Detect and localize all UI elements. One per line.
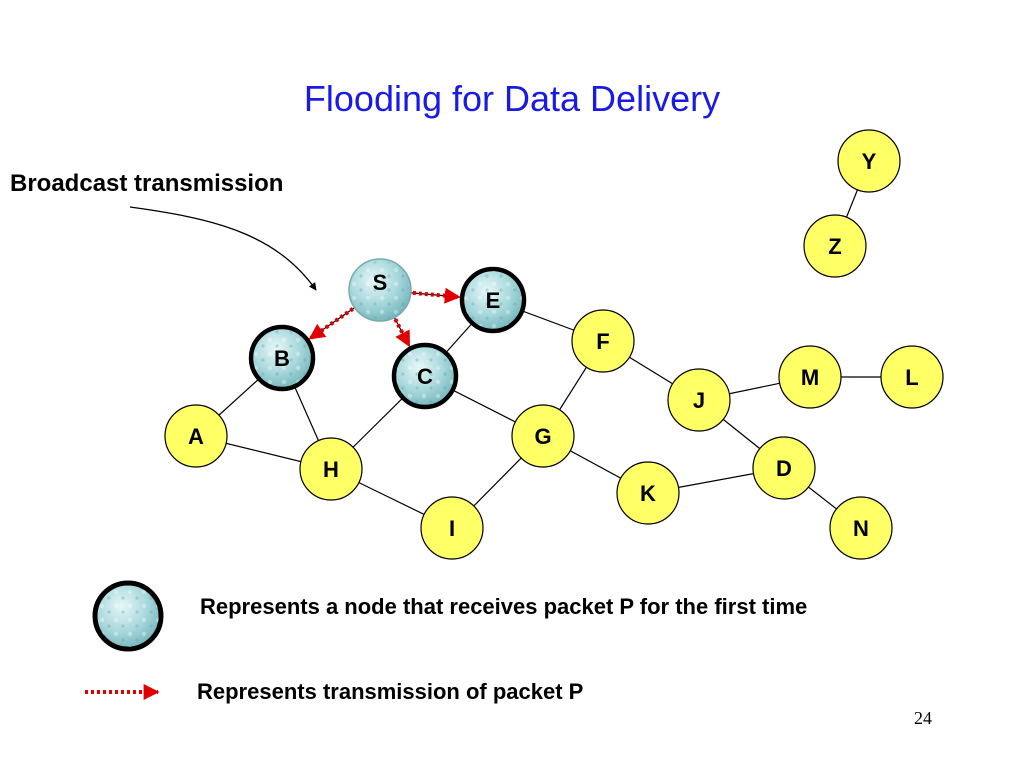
node-K: K <box>616 461 680 525</box>
node-label-Z: Z <box>828 234 841 259</box>
nodes-layer: S E B C A H I G F K J M L D N Y Z <box>164 129 944 560</box>
node-label-E: E <box>486 288 501 313</box>
node-label-Y: Y <box>862 149 877 174</box>
node-G: G <box>511 404 575 468</box>
node-Y: Y <box>837 129 901 193</box>
node-A: A <box>164 404 228 468</box>
legend-received-node-icon <box>92 580 164 652</box>
node-E: E <box>459 266 527 334</box>
transmission-S-E <box>412 287 461 304</box>
node-label-D: D <box>776 456 792 481</box>
node-C: C <box>391 342 459 410</box>
slide-number: 24 <box>914 708 932 728</box>
node-label-N: N <box>853 516 869 541</box>
node-label-J: J <box>693 388 705 413</box>
node-label-B: B <box>274 346 290 371</box>
node-I: I <box>420 496 484 560</box>
slide-title: Flooding for Data Delivery <box>303 78 721 119</box>
broadcast-callout-label: Broadcast transmission <box>10 170 284 197</box>
node-N: N <box>829 496 893 560</box>
node-label-G: G <box>534 424 551 449</box>
node-L: L <box>880 345 944 409</box>
node-label-I: I <box>449 516 455 541</box>
callout-arrow <box>129 206 317 291</box>
legend-received-node-text: Represents a node that receives packet P… <box>200 594 808 619</box>
transmission-S-B <box>308 307 355 341</box>
node-Z: Z <box>803 214 867 278</box>
node-label-S: S <box>373 270 388 295</box>
node-H: H <box>299 437 363 501</box>
node-F: F <box>571 309 635 373</box>
node-label-K: K <box>640 481 656 506</box>
node-label-A: A <box>188 424 204 449</box>
node-S: S <box>348 258 412 322</box>
node-label-M: M <box>801 365 819 390</box>
node-B: B <box>248 324 316 392</box>
node-label-C: C <box>417 364 433 389</box>
node-J: J <box>667 368 731 432</box>
node-label-F: F <box>596 329 609 354</box>
node-M: M <box>778 345 842 409</box>
transmission-S-C <box>393 318 412 348</box>
legend-transmission-text: Represents transmission of packet P <box>197 679 584 704</box>
node-label-L: L <box>905 365 918 390</box>
transmissions-layer <box>308 287 461 348</box>
node-label-H: H <box>323 457 339 482</box>
node-D: D <box>752 436 816 500</box>
